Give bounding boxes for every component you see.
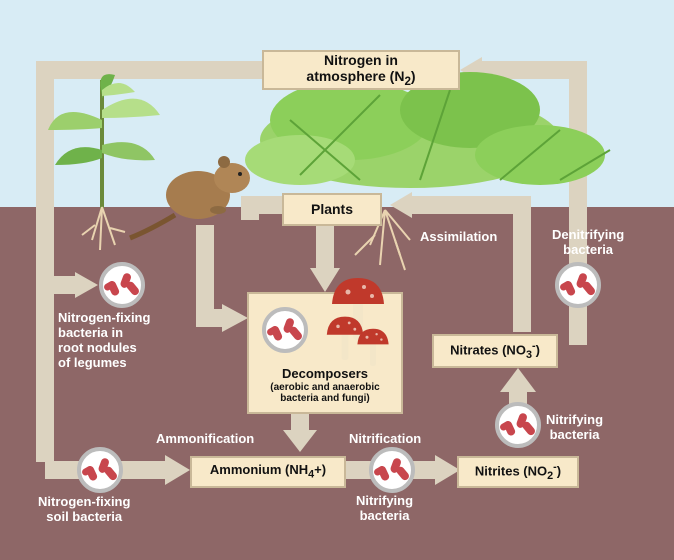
arrow-denitrify-line: [480, 61, 587, 345]
ammonium-text: Ammonium (NH: [209, 461, 309, 477]
nitrates-sub: 3: [525, 349, 532, 362]
fern-roots-icon: [354, 209, 411, 271]
decomposers-line2: bacteria and fungi): [280, 393, 370, 405]
nitrites-sup: -: [553, 461, 557, 474]
atmosphere-end: ): [410, 67, 416, 84]
atmosphere-sub: 2: [404, 74, 411, 88]
soil-bacteria-label: Nitrogen-fixing soil bacteria: [38, 494, 131, 525]
plant-icon: [48, 74, 160, 210]
arrowhead-nodules: [75, 272, 98, 298]
denitrifying-line1: Denitrifying: [552, 227, 625, 242]
nodules-line2: bacteria in: [58, 324, 124, 340]
atmosphere-line2-text: atmosphere (N: [306, 67, 405, 84]
arrow-rodent-to-decomposers-line: [196, 225, 222, 327]
nodules-line4: of legumes: [58, 354, 127, 370]
nitrifying-right-line2: bacteria: [549, 426, 600, 442]
nitrites-sub: 2: [547, 470, 554, 483]
nitrates-text: Nitrates (NO: [450, 342, 526, 358]
bacteria-icon-denitrifying: [555, 262, 601, 308]
arrowhead-decomposers-top: [310, 268, 340, 292]
ammonification-label: Ammonification: [156, 431, 255, 446]
nitrifying-bottom-line2: bacteria: [359, 507, 410, 523]
arrow-assimilation-line: [410, 196, 531, 332]
bacteria-icon-nitrifying-bottom: [369, 447, 415, 493]
arrowhead-ammonium: [165, 455, 190, 485]
nitrites-label: Nitrites (NO2-): [475, 461, 561, 482]
ammonium-end: +): [314, 461, 327, 477]
decomposers-title: Decomposers: [282, 366, 368, 382]
arrow-atmos-left-line: [36, 61, 262, 462]
nitrifying-bottom-line1: Nitrifying: [356, 493, 414, 508]
ammonium-sub: 4: [308, 468, 315, 481]
bacteria-icon-nodules: [99, 262, 145, 308]
nodules-line3: root nodules: [58, 339, 137, 355]
plants-label: Plants: [310, 201, 353, 218]
roots-icon: [81, 206, 126, 251]
atmosphere-line1: Nitrogen in: [324, 51, 398, 68]
ammonium-box: Ammonium (NH4+): [190, 456, 346, 488]
arrowhead-ammonium-top: [283, 430, 317, 452]
nitrification-label: Nitrification: [349, 431, 422, 446]
nitrites-text: Nitrites (NO: [474, 463, 548, 479]
plants-box: Plants: [282, 193, 382, 226]
nitrates-box: Nitrates (NO3-): [432, 334, 558, 368]
rodent-icon: [129, 156, 250, 241]
bacteria-icon-decomposers: [262, 307, 308, 353]
nitrifying-right-line1: Nitrifying: [546, 412, 604, 427]
soil-line1: Nitrogen-fixing: [38, 494, 131, 509]
arrow-plants-left-line: [241, 196, 295, 220]
atmosphere-box: Nitrogen in atmosphere (N2): [262, 50, 460, 90]
nitrates-end: ): [535, 342, 540, 358]
arrowhead-nitrates: [500, 368, 536, 392]
arrowhead-decomposers-left: [222, 304, 248, 332]
atmosphere-line2: atmosphere (N2): [306, 68, 415, 88]
soil-line2: soil bacteria: [46, 508, 123, 524]
nitrifying-right-label: Nitrifying bacteria: [546, 412, 604, 443]
arrowhead-plants: [390, 192, 412, 218]
denitrifying-line2: bacteria: [563, 241, 614, 257]
nitrites-end: ): [556, 463, 562, 479]
ammonium-label: Ammonium (NH4+): [209, 461, 327, 481]
nodules-line1: Nitrogen-fixing: [58, 310, 151, 325]
denitrifying-label: Denitrifying bacteria: [552, 227, 625, 258]
bacteria-icon-nitrifying-right: [495, 402, 541, 448]
nitrates-sup: -: [531, 340, 536, 353]
nodules-label: Nitrogen-fixing bacteria in root nodules…: [58, 310, 151, 371]
nitrites-box: Nitrites (NO2-): [457, 456, 579, 488]
nitrifying-bottom-label: Nitrifying bacteria: [356, 493, 414, 524]
fern-icon: [245, 72, 611, 188]
nitrates-label: Nitrates (NO3-): [450, 340, 540, 361]
arrowhead-nitrites: [435, 455, 460, 485]
bacteria-icon-soil: [77, 447, 123, 493]
assimilation-label: Assimilation: [420, 229, 498, 244]
decomposers-line1: (aerobic and anaerobic: [270, 381, 380, 393]
decomposers-text: Decomposers (aerobic and anaerobic bacte…: [250, 362, 400, 410]
